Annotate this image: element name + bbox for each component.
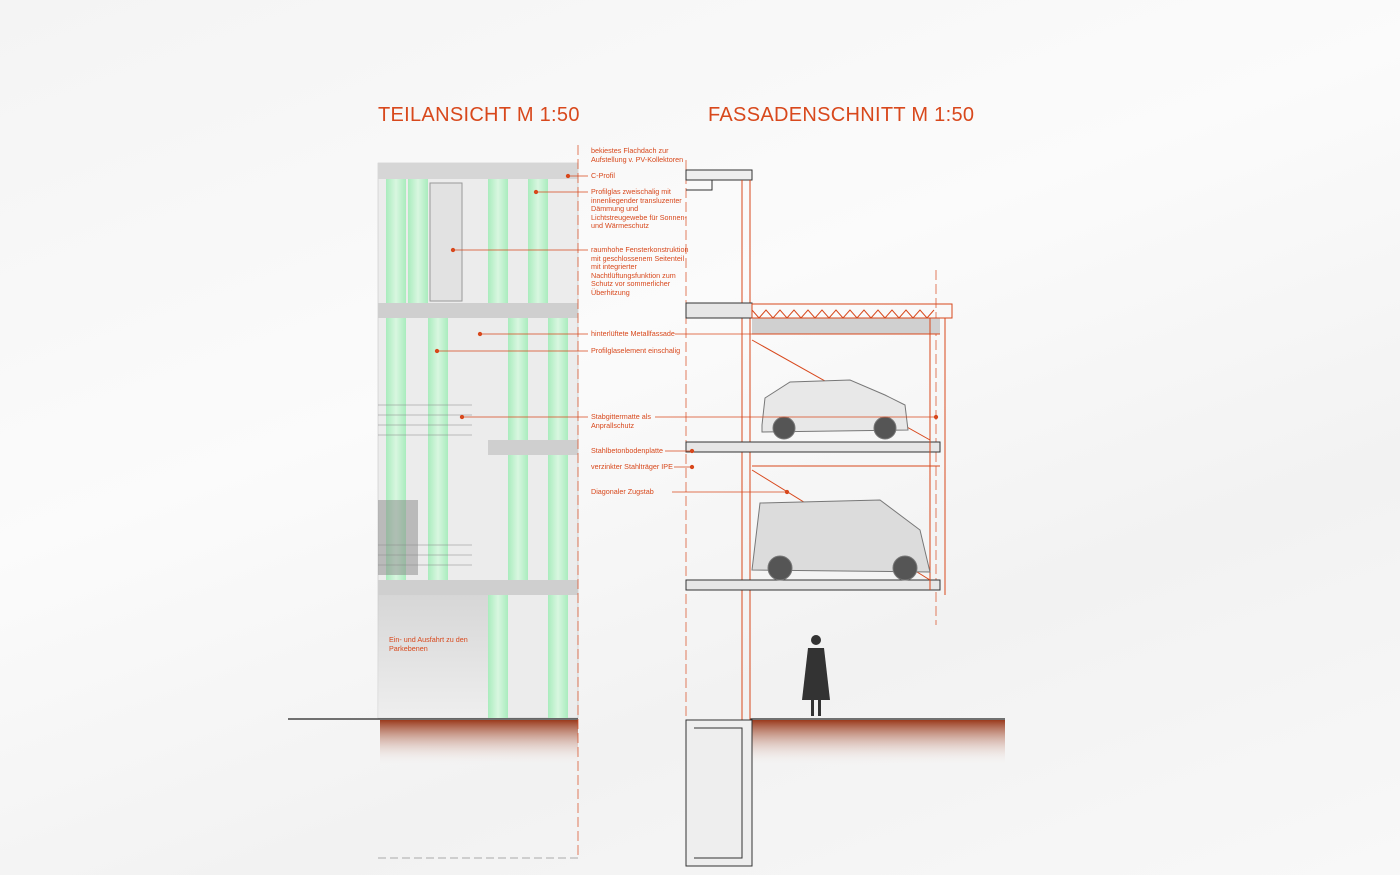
annotation-grid-mat: Stabgittermatte als Anprallschutz <box>591 412 651 430</box>
annotation-metal-facade: hinterlüftete Metallfassade <box>591 329 675 338</box>
section-title: FASSADENSCHNITT M 1:50 <box>708 104 975 126</box>
entrance-label: Ein- und Ausfahrt zu den Parkebenen <box>389 635 468 653</box>
annotation-roof: bekiestes Flachdach zur Aufstellung v. P… <box>591 146 684 164</box>
annotation-tension-rod: Diagonaler Zugstab <box>591 487 654 496</box>
van-icon <box>751 499 931 581</box>
annotation-floor-slab: Stahlbetonbodenplatte <box>591 446 663 455</box>
car-icon <box>761 379 909 440</box>
annotation-window: raumhohe Fensterkonstruktion mit geschlo… <box>591 245 689 297</box>
annotation-profile-glass-single: Profilglaselement einschalig <box>591 346 681 355</box>
annotation-c-profile: C-Profil <box>591 171 615 180</box>
annotation-steel-beam: verzinkter Stahlträger IPE <box>591 462 673 471</box>
person-icon <box>802 635 830 716</box>
elevation-title: TEILANSICHT M 1:50 <box>378 104 580 126</box>
elevation-building <box>377 162 579 719</box>
soil-section <box>752 720 1005 765</box>
annotation-profile-glass-double: Profilglas zweischalig mit innenliegende… <box>591 187 687 231</box>
glass-panels <box>386 179 568 718</box>
soil-elevation <box>380 720 578 765</box>
